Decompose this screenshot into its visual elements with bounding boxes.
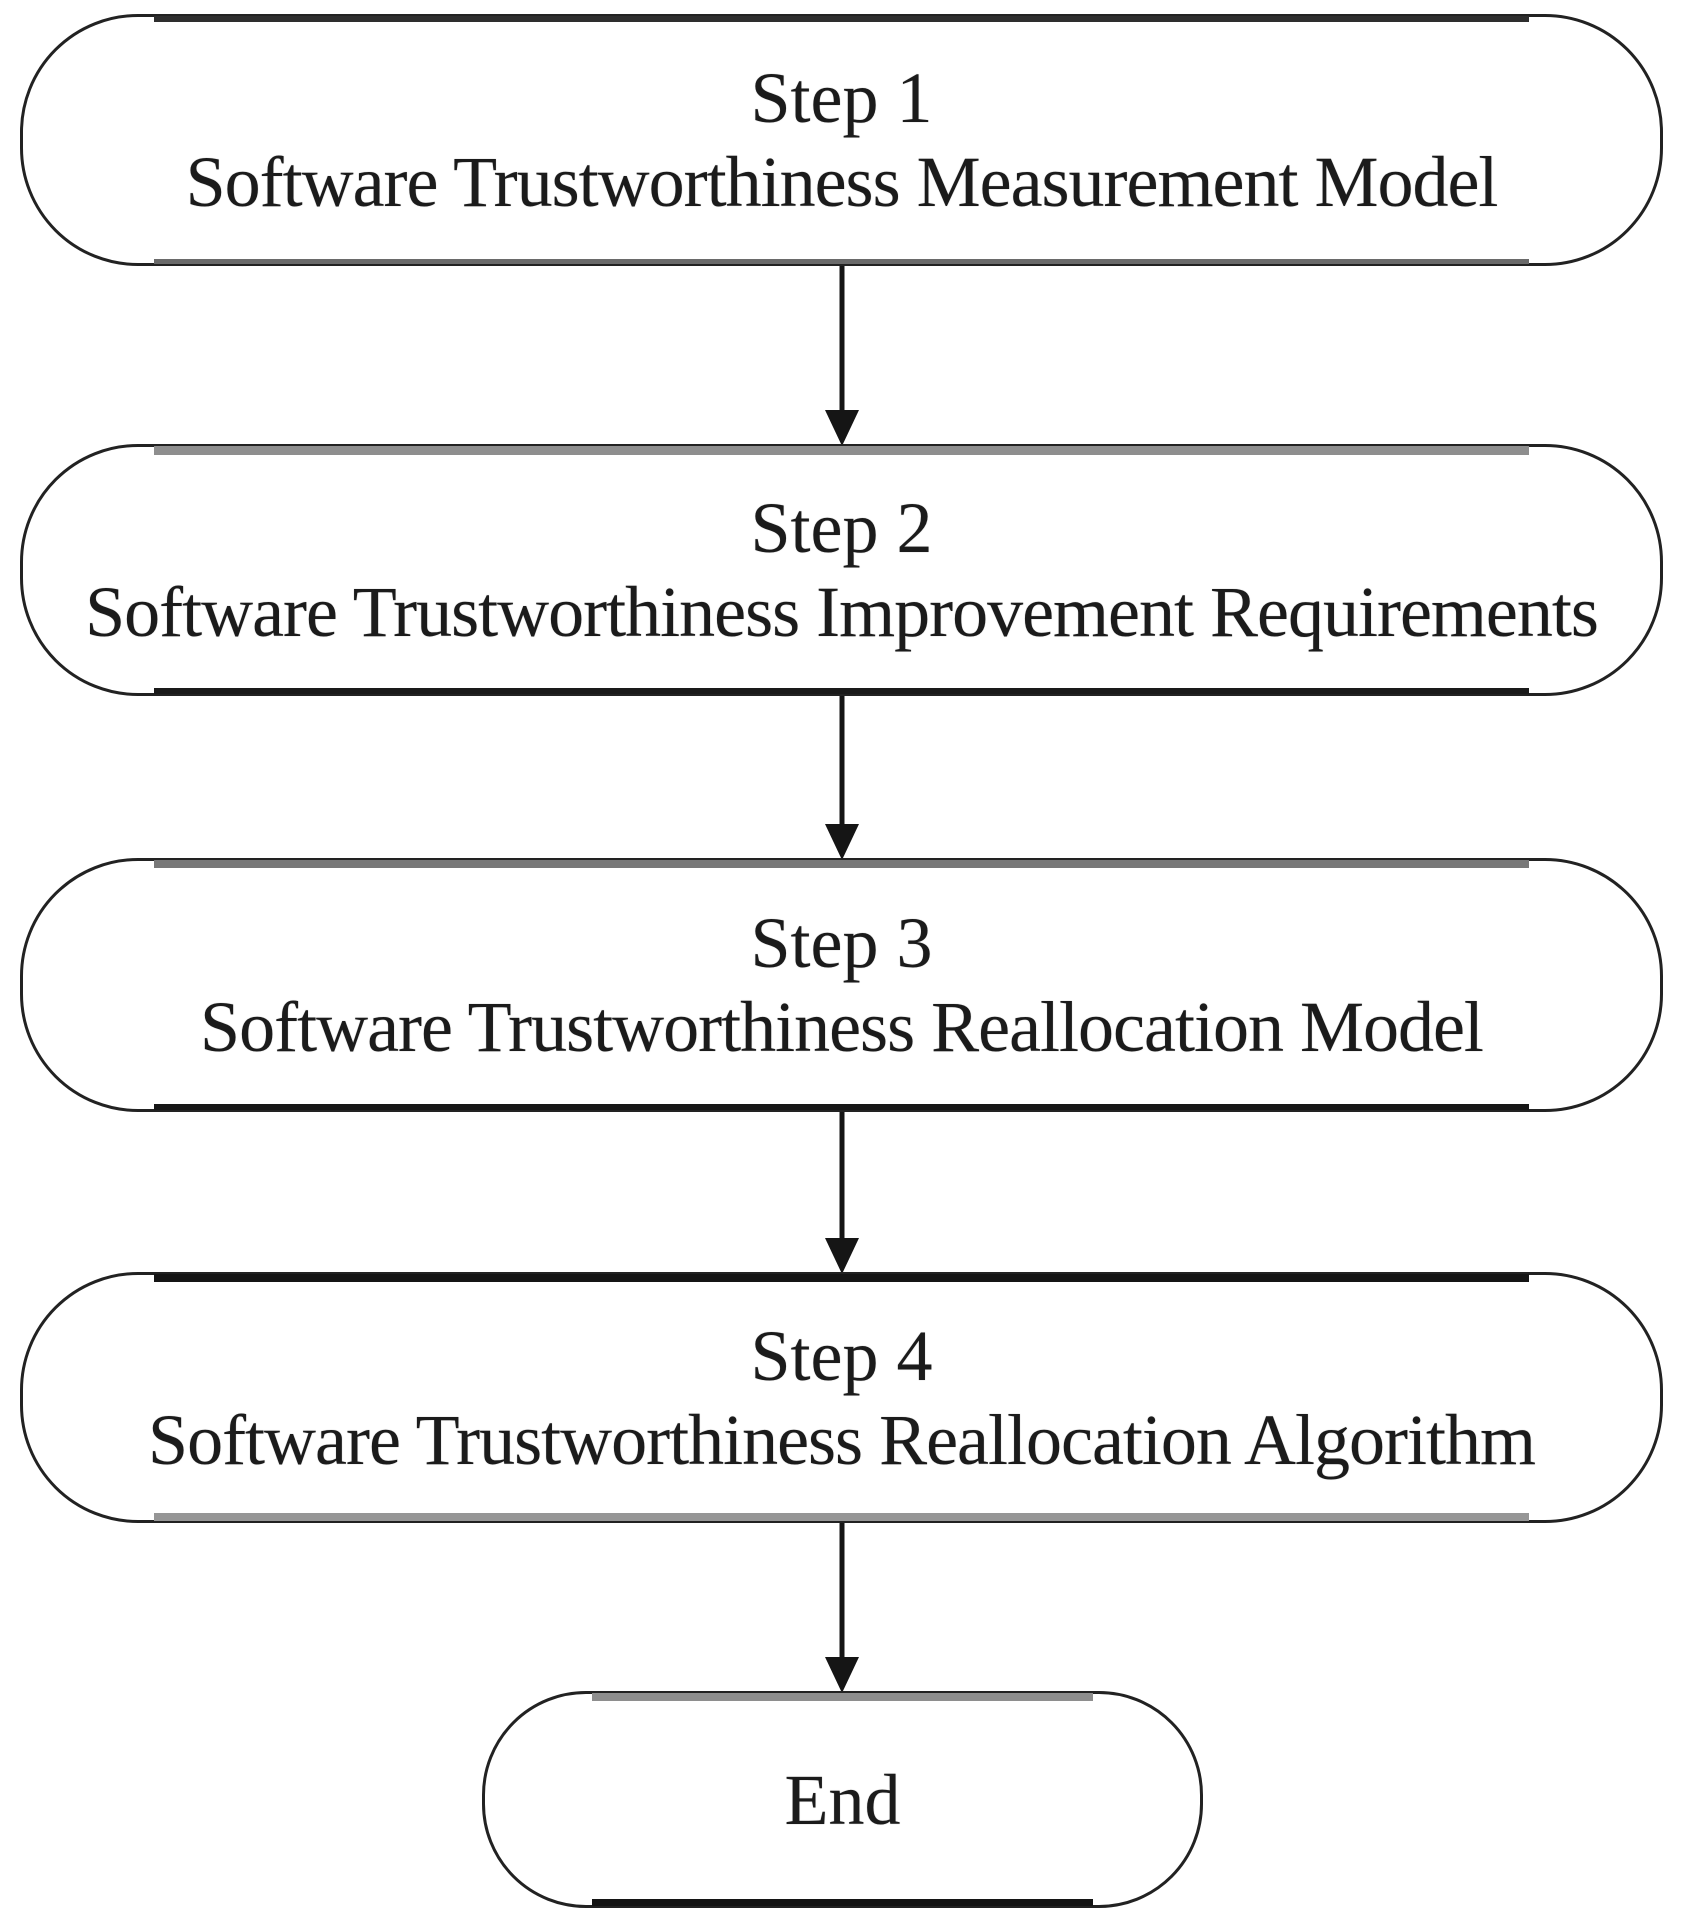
box-edge-shade-top xyxy=(153,446,1530,455)
flow-arrow-3 xyxy=(822,1112,862,1274)
node-step-title: Software Trustworthiness Improvement Req… xyxy=(85,572,1599,652)
flow-node-step-4: Step 4 Software Trustworthiness Realloca… xyxy=(20,1272,1663,1523)
node-step-title: Software Trustworthiness Measurement Mod… xyxy=(185,142,1499,222)
arrow-shaft xyxy=(839,696,845,832)
arrow-head-icon xyxy=(825,824,859,860)
arrow-shaft xyxy=(839,1523,845,1665)
node-end-label: End xyxy=(784,1759,901,1840)
arrow-shaft xyxy=(839,1112,845,1246)
flow-node-step-1: Step 1 Software Trustworthiness Measurem… xyxy=(20,14,1663,266)
flow-arrow-1 xyxy=(822,266,862,446)
box-edge-shade-bottom xyxy=(153,259,1530,264)
box-edge-shade-top xyxy=(153,860,1530,868)
arrow-head-icon xyxy=(825,410,859,446)
flow-arrow-4 xyxy=(822,1523,862,1693)
box-edge-shade-top xyxy=(592,1693,1093,1701)
arrow-head-icon xyxy=(825,1238,859,1274)
box-edge-shade-bottom xyxy=(153,688,1530,694)
arrow-shaft xyxy=(839,266,845,418)
box-edge-shade-top xyxy=(153,1274,1530,1282)
arrow-head-icon xyxy=(825,1657,859,1693)
flow-node-end: End xyxy=(482,1691,1203,1908)
box-edge-shade-bottom xyxy=(592,1899,1093,1906)
flow-node-step-2: Step 2 Software Trustworthiness Improvem… xyxy=(20,444,1663,696)
box-edge-shade-bottom xyxy=(153,1104,1530,1110)
node-step-title: Software Trustworthiness Reallocation Al… xyxy=(148,1399,1536,1480)
box-edge-shade-bottom xyxy=(153,1513,1530,1521)
flow-node-step-3: Step 3 Software Trustworthiness Realloca… xyxy=(20,858,1663,1112)
node-step-label: Step 2 xyxy=(750,488,933,568)
node-step-label: Step 1 xyxy=(750,58,933,138)
flow-arrow-2 xyxy=(822,696,862,860)
node-step-title: Software Trustworthiness Reallocation Mo… xyxy=(200,987,1484,1067)
box-edge-shade-top xyxy=(153,16,1530,22)
node-step-label: Step 4 xyxy=(750,1315,933,1396)
node-step-label: Step 3 xyxy=(750,903,933,983)
